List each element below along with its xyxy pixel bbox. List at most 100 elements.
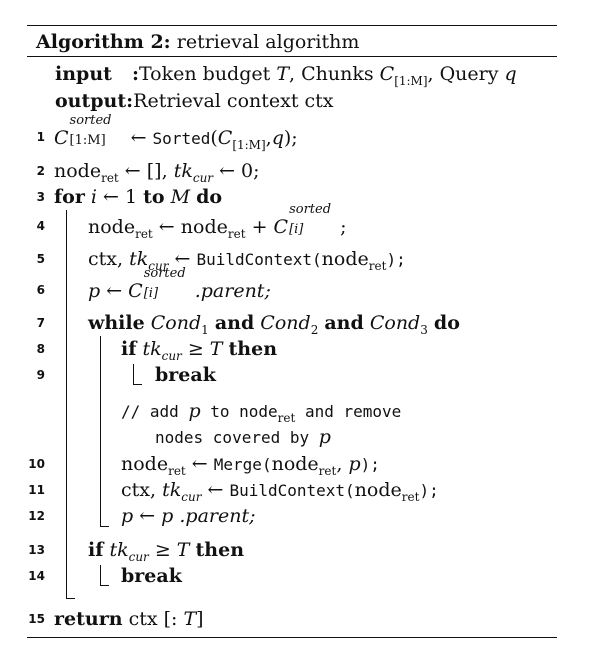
line-number: 6 bbox=[36, 283, 45, 297]
p-symbol: p bbox=[88, 280, 101, 302]
while-keyword: while bbox=[88, 312, 145, 334]
input-T: T bbox=[276, 63, 289, 85]
comma: , bbox=[336, 453, 349, 475]
if-block-corner-outer bbox=[100, 565, 109, 586]
sub-ret: ret bbox=[227, 226, 246, 241]
output-colon: : bbox=[126, 90, 134, 112]
input-text-c: , Query bbox=[427, 63, 505, 85]
if-keyword: if bbox=[121, 338, 137, 360]
algo-line-15: 15 return ctx [: T] bbox=[0, 606, 615, 632]
line-content: break bbox=[121, 563, 182, 589]
line-number: 5 bbox=[36, 252, 45, 266]
plus-sign: + bbox=[245, 216, 274, 238]
sub-ret: ret bbox=[318, 463, 337, 478]
for-keyword: for bbox=[54, 186, 85, 208]
node-symbol: node bbox=[121, 453, 169, 475]
assign-arrow: ← bbox=[124, 127, 153, 149]
algo-line-10: 10 noderet ← Merge(noderet, p); bbox=[0, 451, 615, 477]
sup-sorted: sorted bbox=[143, 266, 186, 281]
sorted-function: Sorted bbox=[152, 129, 211, 148]
semicolon: ; bbox=[340, 216, 347, 238]
sub-i: [i] bbox=[289, 222, 304, 237]
line-number: 11 bbox=[28, 483, 45, 497]
while-block-corner bbox=[100, 518, 109, 527]
line-number: 1 bbox=[36, 130, 45, 144]
assign-arrow: ← bbox=[100, 280, 129, 302]
sub-ret: ret bbox=[135, 226, 153, 241]
line-content: ctx, tkcur ← BuildContext(noderet); bbox=[88, 248, 406, 273]
sub-2: 2 bbox=[310, 322, 319, 337]
node-symbol: node bbox=[321, 248, 369, 270]
sup-sorted: sorted bbox=[69, 113, 112, 128]
ctx-symbol: ctx bbox=[88, 248, 117, 270]
algo-line-3: 3 for i ← 1 to M do bbox=[0, 184, 615, 210]
sub-ret: ret bbox=[368, 258, 387, 273]
comment-text: nodes covered by bbox=[155, 428, 319, 447]
sub-ret: ret bbox=[277, 410, 296, 425]
sub-i: [i] bbox=[143, 286, 159, 301]
do-keyword: do bbox=[196, 186, 223, 208]
assign-arrow: ← bbox=[201, 479, 230, 501]
sorted-script: sorted [i] bbox=[143, 267, 195, 301]
assign-arrow: ← bbox=[152, 216, 181, 238]
tk-symbol: tk bbox=[173, 160, 193, 182]
line-content: break bbox=[155, 362, 216, 388]
node-symbol: node bbox=[271, 453, 319, 475]
line-content: while Cond1 and Cond2 and Cond3 do bbox=[88, 310, 460, 336]
comma: , bbox=[117, 248, 130, 270]
break-keyword: break bbox=[155, 364, 216, 386]
cond-symbol: Cond bbox=[150, 312, 202, 334]
algo-line-5: 5 ctx, tkcur ← BuildContext(noderet); bbox=[0, 246, 615, 272]
comma: , bbox=[161, 160, 174, 182]
algo-line-2: 2 noderet ← [], tkcur ← 0; bbox=[0, 158, 615, 184]
line-number: 2 bbox=[36, 164, 45, 178]
sub-cur: cur bbox=[181, 489, 202, 504]
tk-symbol: tk bbox=[162, 479, 182, 501]
empty-list: [] bbox=[146, 160, 162, 182]
comment-text: // add bbox=[121, 402, 189, 421]
sub-cur: cur bbox=[148, 258, 169, 273]
sub-ret: ret bbox=[168, 463, 186, 478]
cond-symbol: Cond bbox=[369, 312, 421, 334]
algo-line-8: 8 if tkcur ≥ T then bbox=[0, 336, 615, 362]
node-symbol: node bbox=[180, 216, 228, 238]
input-C-sub: [1:M] bbox=[394, 73, 428, 88]
line-number: 9 bbox=[36, 368, 45, 382]
line-number: 4 bbox=[36, 219, 45, 233]
sorted-script: sorted[1:M] bbox=[69, 114, 125, 148]
input-text-a: Token budget bbox=[138, 63, 277, 85]
T-symbol: T bbox=[176, 539, 190, 561]
sub-cur: cur bbox=[161, 348, 182, 363]
algorithm-title: retrieval algorithm bbox=[176, 31, 360, 53]
if-block-corner bbox=[133, 364, 142, 385]
geq-sign: ≥ bbox=[181, 338, 210, 360]
i-symbol: i bbox=[90, 186, 97, 208]
while-block-bar bbox=[100, 336, 101, 526]
line-number: 3 bbox=[36, 190, 45, 204]
node-symbol: node bbox=[54, 160, 102, 182]
input-q: q bbox=[504, 63, 517, 85]
algo-line-9: 9 break bbox=[0, 362, 615, 388]
sub-3: 3 bbox=[420, 322, 428, 337]
input-colon: : bbox=[131, 63, 139, 85]
sub-1M: [1:M] bbox=[232, 137, 266, 152]
query-symbol: q bbox=[271, 127, 284, 149]
slice-open: [: bbox=[163, 608, 184, 630]
then-keyword: then bbox=[195, 539, 245, 561]
geq-sign: ≥ bbox=[148, 539, 177, 561]
build-context-function: BuildContext bbox=[229, 481, 346, 500]
then-keyword: then bbox=[228, 338, 278, 360]
sub-cur: cur bbox=[192, 170, 214, 185]
for-block-corner bbox=[66, 590, 75, 599]
and-keyword: and bbox=[214, 312, 255, 334]
algo-line-14: 14 break bbox=[0, 563, 615, 589]
p-symbol: p bbox=[161, 505, 174, 527]
sorted-script: sorted[i] bbox=[288, 203, 340, 237]
one-value: 1 bbox=[124, 186, 138, 208]
caption-rule bbox=[27, 56, 557, 57]
sub-ret: ret bbox=[101, 170, 119, 185]
